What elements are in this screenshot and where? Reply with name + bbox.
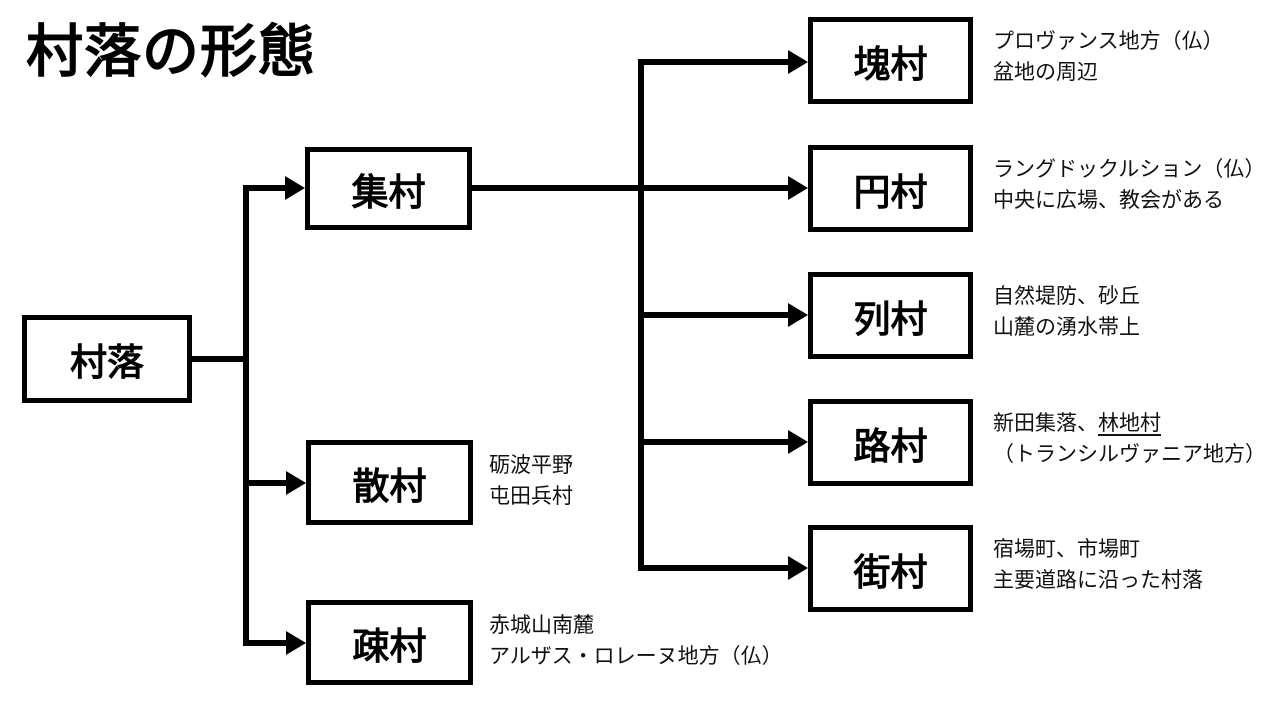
node-soson-label: 疎村 [352, 624, 427, 668]
note-soson-line1: 赤城山南麓 [489, 613, 594, 637]
connector-branch-soson [243, 640, 286, 646]
arrow-icon-retsuson [788, 303, 808, 327]
node-sanson: 散村 [306, 440, 473, 525]
note-soson: 赤城山南麓 アルザス・ロレーヌ地方（仏） [489, 610, 783, 672]
node-enson: 円村 [808, 145, 973, 232]
note-sanson-line1: 砺波平野 [489, 453, 573, 477]
connector-root-out [192, 356, 249, 362]
note-kaison-line1: プロヴァンス地方（仏） [993, 29, 1224, 53]
node-shuson-label: 集村 [351, 170, 426, 214]
node-sonraku: 村落 [22, 315, 192, 403]
node-sanson-label: 散村 [352, 464, 427, 508]
connector-branch-gaison [638, 565, 788, 571]
arrow-icon-sanson [286, 471, 306, 495]
note-roson-line1-pre: 新田集落、 [993, 411, 1098, 435]
note-kaison-line2: 盆地の周辺 [993, 60, 1098, 84]
arrow-icon-roson [788, 430, 808, 454]
connector-branch-retsuson [638, 312, 788, 318]
note-sanson: 砺波平野 屯田兵村 [489, 450, 573, 512]
connector-branch-shuson [243, 185, 285, 191]
arrow-icon-enson [788, 176, 808, 200]
connector-left-trunk [243, 185, 249, 646]
node-shuson: 集村 [305, 147, 472, 230]
note-retsuson-line2: 山麓の湧水帯上 [993, 315, 1140, 339]
node-roson: 路村 [808, 399, 973, 486]
note-roson: 新田集落、林地村 （トランシルヴァニア地方） [993, 408, 1266, 470]
node-gaison-label: 街村 [853, 550, 928, 594]
arrow-icon-gaison [788, 556, 808, 580]
node-enson-label: 円村 [853, 170, 928, 214]
note-roson-line1: 新田集落、林地村 [993, 408, 1266, 439]
node-roson-label: 路村 [853, 424, 928, 468]
note-enson-line2: 中央に広場、教会がある [993, 188, 1224, 212]
note-gaison-line1: 宿場町、市場町 [993, 537, 1140, 561]
node-soson: 疎村 [306, 600, 473, 685]
connector-branch-sanson [243, 480, 286, 486]
note-kaison: プロヴァンス地方（仏） 盆地の周辺 [993, 26, 1224, 88]
connector-branch-roson [638, 439, 788, 445]
connector-branch-enson [638, 185, 788, 191]
node-sonraku-label: 村落 [70, 341, 144, 384]
node-gaison: 街村 [808, 525, 973, 612]
note-roson-line1-underlined: 林地村 [1098, 411, 1161, 435]
note-enson: ラングドックルション（仏） 中央に広場、教会がある [993, 154, 1265, 216]
node-retsuson-label: 列村 [853, 297, 928, 341]
arrow-icon-kaison [788, 50, 808, 74]
connector-branch-kaison [638, 59, 788, 65]
arrow-icon-soson [286, 631, 306, 655]
note-retsuson: 自然堤防、砂丘 山麓の湧水帯上 [993, 281, 1140, 343]
node-kaison-label: 塊村 [853, 42, 928, 86]
note-gaison: 宿場町、市場町 主要道路に沿った村落 [993, 534, 1203, 596]
note-soson-line2: アルザス・ロレーヌ地方（仏） [489, 644, 783, 668]
note-enson-line1: ラングドックルション（仏） [993, 157, 1266, 181]
node-retsuson: 列村 [808, 272, 973, 359]
arrow-icon-shuson [285, 176, 305, 200]
note-retsuson-line1: 自然堤防、砂丘 [993, 284, 1140, 308]
node-kaison: 塊村 [808, 17, 973, 104]
note-sanson-line2: 屯田兵村 [489, 484, 573, 508]
note-gaison-line2: 主要道路に沿った村落 [993, 568, 1203, 592]
note-roson-line2: （トランシルヴァニア地方） [993, 442, 1266, 466]
page-title: 村落の形態 [26, 19, 316, 85]
connector-shuson-out [472, 185, 644, 191]
